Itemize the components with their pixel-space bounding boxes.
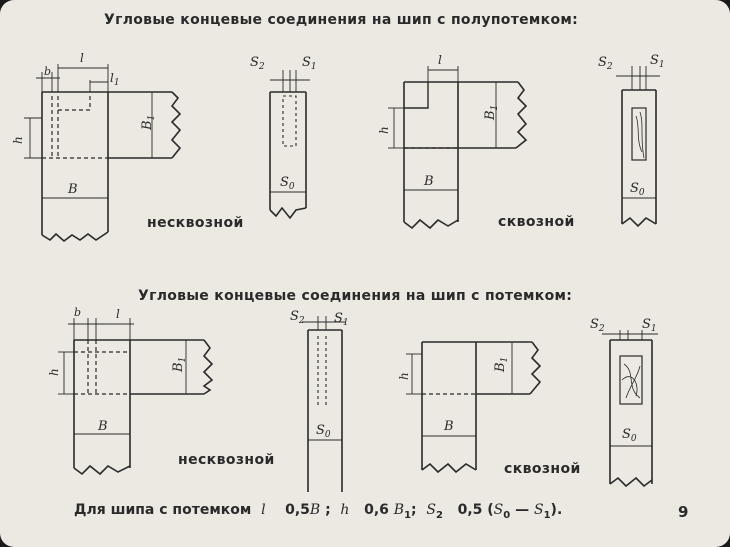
- dim-l-tr: l: [438, 53, 442, 67]
- formula-close: ).: [550, 502, 563, 518]
- formula-minus: —: [515, 502, 530, 518]
- dim-B1-bl: B1: [171, 357, 188, 373]
- label-blind-bottom: несквозной: [178, 452, 275, 468]
- dim-h-bl: h: [47, 368, 61, 376]
- formula-sep2: ;: [411, 502, 417, 518]
- diagram-blind-open: [58, 318, 214, 476]
- dim-l-bl: l: [116, 307, 120, 321]
- dim-S0-s3: S0: [316, 423, 331, 440]
- dim-S0-s2: S0: [630, 181, 645, 198]
- formula-B: B: [309, 502, 321, 518]
- formula-l-val: 0,5: [285, 502, 310, 518]
- dim-S0-s4: S0: [622, 427, 637, 444]
- dim-S1-s2: S1: [650, 53, 665, 70]
- dim-B-tl: B: [67, 182, 78, 197]
- dim-h-br: h: [397, 372, 411, 380]
- dim-b-tl: b: [44, 65, 51, 78]
- dim-B1-tr: B1: [483, 105, 500, 121]
- formula-S2-sub: 2: [435, 509, 443, 521]
- formula-l: l: [261, 502, 266, 518]
- dim-S2-s1: S2: [250, 55, 265, 72]
- formula-h: h: [340, 502, 350, 518]
- formula-S0-sub: 0: [503, 509, 511, 521]
- dim-B-br: B: [443, 419, 454, 434]
- formula-S2: S: [426, 502, 436, 518]
- formula-s2-val: 0,5: [457, 502, 483, 518]
- formula-S0: S: [493, 502, 504, 518]
- dim-l1-tl: l1: [110, 71, 120, 88]
- section-through-half-open: [616, 66, 660, 228]
- dim-B-tr: B: [423, 174, 434, 189]
- dim-B-bl: B: [97, 419, 108, 434]
- formula-B1: B: [393, 502, 405, 518]
- page-number: 9: [678, 503, 689, 521]
- formula-S1: S: [533, 502, 544, 518]
- dim-S1-s1: S1: [302, 55, 317, 72]
- label-through-top: сквозной: [498, 214, 575, 230]
- formula-B1-sub: 1: [404, 509, 412, 521]
- diagram-blind-half-open: [24, 64, 182, 243]
- dim-S1-s3: S1: [334, 311, 349, 328]
- diagram-through-open: [406, 341, 542, 474]
- dim-S2-s3: S2: [290, 309, 305, 326]
- dim-B1-tl: B1: [140, 115, 157, 131]
- formula-line: Для шипа с потемком l 0,5B ; h 0,6 B1; S…: [74, 502, 562, 521]
- heading-open: Угловые концевые соединения на шип с пот…: [138, 288, 573, 304]
- dim-S1-s4: S1: [642, 317, 657, 334]
- dim-h-tr: h: [377, 126, 391, 134]
- dim-l-tl: l: [80, 51, 84, 65]
- heading-half-open: Угловые концевые соединения на шип с пол…: [104, 12, 579, 28]
- dim-S2-s4: S2: [590, 317, 605, 334]
- formula-open-paren: (: [487, 502, 494, 518]
- formula-h-val: 0,6: [364, 502, 389, 518]
- dim-S0-s1: S0: [280, 175, 295, 192]
- label-through-bottom: сквозной: [504, 461, 581, 477]
- section-through-open: [602, 330, 658, 488]
- section-blind-half-open: [269, 70, 310, 220]
- formula-prefix: Для шипа с потемком: [74, 502, 252, 518]
- dim-B1-br: B1: [493, 357, 510, 373]
- dim-S2-s2: S2: [598, 55, 613, 72]
- diagram-through-half-open: [388, 66, 528, 230]
- formula-S1-sub: 1: [543, 509, 551, 521]
- dim-h-tl: h: [11, 136, 25, 144]
- dim-b-bl: b: [74, 306, 81, 319]
- label-blind-top: несквозной: [147, 215, 244, 231]
- section-blind-open: [302, 316, 346, 492]
- formula-sep1: ;: [325, 502, 331, 518]
